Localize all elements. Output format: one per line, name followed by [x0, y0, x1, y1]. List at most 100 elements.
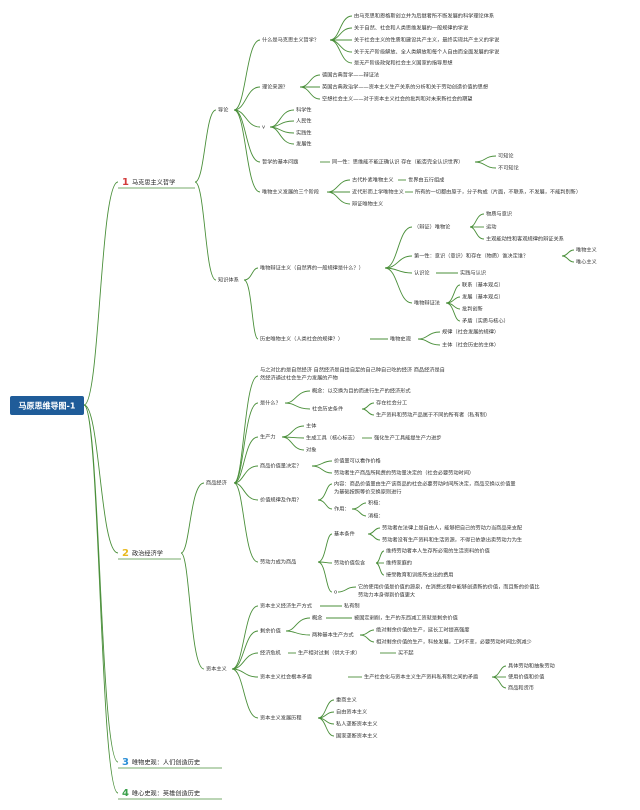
- node-two-modes[interactable]: 两种基本生产方式: [312, 631, 354, 639]
- node-surplus-concept[interactable]: 概念: [312, 614, 322, 622]
- node-hist-law[interactable]: 规律（社会发展的规律）: [442, 328, 499, 336]
- node-v[interactable]: v: [262, 125, 265, 131]
- node-v-3[interactable]: 实践性: [296, 129, 312, 137]
- node-state-monopoly[interactable]: 国家垄断资本主义: [336, 732, 378, 740]
- node-private-ownership[interactable]: 生产资料和劳动产品属于不同的所有者（私有制）: [376, 411, 490, 419]
- node-dw-2[interactable]: 运动: [486, 223, 496, 231]
- node-overproduction[interactable]: 生产相对过剩（供大于求）: [298, 649, 360, 657]
- node-mercantilism[interactable]: 重商主义: [336, 696, 357, 704]
- node-stage-3[interactable]: 辩证唯物主义: [352, 200, 383, 208]
- node-bz-1[interactable]: 联系（基本观点）: [462, 281, 504, 289]
- node-contradiction-text[interactable]: 生产社会化与资本主义生产资料私有制之间的矛盾: [364, 673, 478, 681]
- node-law-content-1[interactable]: 内容：商品价值量由生产该商品的社会必要劳动时间所决定，商品交换以价值量: [334, 480, 516, 488]
- node-v-2[interactable]: 人民性: [296, 117, 312, 125]
- node-hist-subject[interactable]: 主体（社会历史的主体）: [442, 341, 499, 349]
- node-free-capitalism[interactable]: 自由资本主义: [336, 708, 367, 716]
- node-intro-2[interactable]: 然经济通过社会生产力发展的产物: [260, 374, 338, 382]
- node-division-of-labor[interactable]: 存在社会分工: [376, 399, 407, 407]
- node-idealism-side[interactable]: 唯心主义: [576, 258, 597, 266]
- node-stages[interactable]: 唯物主义发展的三个阶段: [262, 188, 319, 196]
- node-crisis[interactable]: 经济危机: [260, 649, 282, 657]
- node-productivity[interactable]: 生产力: [260, 433, 276, 441]
- node-effect-negative[interactable]: 消极：: [368, 512, 384, 520]
- node-historical[interactable]: 历史唯物主义（人类社会的规律？）: [260, 335, 343, 343]
- node-fundamental-contradiction[interactable]: 资本主义社会根本矛盾: [260, 673, 312, 681]
- node-value-1[interactable]: 价值量可以看作价格: [334, 457, 382, 465]
- node-knowledge-system[interactable]: 知识体系: [218, 276, 239, 284]
- node-surplus-concept-text[interactable]: 被固定剥削，生产的东西减工资就是剩余价值: [354, 614, 458, 622]
- node-dialectic[interactable]: 唯物辩证主义（自然界的一般规律是什么？）: [260, 264, 364, 272]
- node-condition-2[interactable]: 劳动者没有生产资料和生活资源，不得已依靠出卖劳动力为生: [382, 536, 522, 544]
- node-materialism-side[interactable]: 唯物主义: [576, 246, 597, 254]
- node-basic-identity[interactable]: 同一性：思维能不能正确认识 存在（能否完全认识世界）: [332, 158, 463, 166]
- node-basic-question[interactable]: 哲学的基本问题: [262, 158, 298, 166]
- node-dialectics[interactable]: 唯物辩证法: [414, 299, 440, 307]
- node-what-5[interactable]: 是无产阶级政党和社会主义国家的指导思想: [354, 59, 453, 67]
- node-primacy[interactable]: 第一性：意识（意识）和存在（物质）谁决定谁？: [414, 252, 528, 260]
- node-what-4[interactable]: 关于无产阶级解放、全人类解放和每个人自由而全面发展的学说: [354, 48, 499, 56]
- node-what-1[interactable]: 由马克思和恩格斯创立并为后继者所不断发展的科学理论体系: [354, 12, 494, 20]
- node-capitalism[interactable]: 资本主义: [206, 665, 227, 673]
- node-contradiction-2[interactable]: 使用价值和价值: [508, 673, 544, 681]
- node-source-1[interactable]: 德国古典哲学——辩证法: [322, 71, 379, 79]
- node-value-determination[interactable]: 商品价值量决定？: [260, 462, 302, 470]
- branch-historical-materialism[interactable]: 3 唯物史观：人们创造历史: [118, 757, 222, 769]
- node-labor-value[interactable]: 劳动价值包含: [334, 559, 366, 567]
- node-bz-2[interactable]: 发展（基本观点）: [462, 293, 504, 301]
- node-cant-afford[interactable]: 买不起: [398, 649, 414, 657]
- node-law-effect[interactable]: 作用：: [334, 505, 350, 513]
- node-unknowable[interactable]: 不可知论: [498, 164, 520, 172]
- node-relative-surplus[interactable]: 相对剩余价值的生产，科技发展，工时不变，必要劳动时间比例减少: [376, 638, 532, 646]
- node-cap-production[interactable]: 资本主义经济生产方式: [260, 602, 313, 610]
- node-contradiction-1[interactable]: 具体劳动和抽象劳动: [508, 662, 555, 670]
- node-private-monopoly[interactable]: 私人垄断资本主义: [336, 720, 378, 728]
- node-prod-tools-note[interactable]: 强化生产工具能提生产力进步: [374, 434, 441, 442]
- node-materialism[interactable]: （辩证）唯物论: [414, 223, 451, 231]
- node-daolun[interactable]: 导论: [218, 106, 229, 114]
- node-what-commodity[interactable]: 是什么？: [260, 399, 281, 407]
- node-basic-conditions[interactable]: 基本条件: [334, 530, 355, 538]
- node-knowable[interactable]: 可知论: [498, 152, 514, 160]
- node-sources[interactable]: 理论来源？: [262, 83, 288, 91]
- branch-philosophy[interactable]: 1 马克思主义哲学: [118, 177, 195, 189]
- node-stage-2[interactable]: 近代形而上学唯物主义: [352, 188, 404, 196]
- node-epistemology[interactable]: 认识论: [414, 269, 430, 277]
- node-law-content-2[interactable]: 为基础按照等价交换原则进行: [334, 488, 401, 496]
- node-effect-positive[interactable]: 积极：: [368, 499, 384, 507]
- node-labor-commodity[interactable]: 劳动力成为商品: [260, 558, 296, 566]
- node-v-1[interactable]: 科学性: [296, 106, 312, 114]
- branch-historical-idealism[interactable]: 4 唯心史观：英雄创造历史: [118, 788, 222, 800]
- node-concept[interactable]: 概念：以交换为目的而进行生产的经济形式: [312, 387, 411, 395]
- node-prod-tools[interactable]: 生成工具（核心标志）: [306, 434, 358, 442]
- node-bz-3[interactable]: 批判创新: [462, 305, 483, 313]
- node-stage-2a[interactable]: 所有的一切都由原子，分子构成（片面，不联系，不发展，不能判别新）: [415, 188, 581, 196]
- branch-political-economy[interactable]: 2 政治经济学: [118, 548, 181, 560]
- node-value-2[interactable]: 劳动者生产商品所耗费的劳动量决定的（社会必要劳动时间）: [334, 469, 474, 477]
- node-value-law[interactable]: 价值规律及作用？: [260, 496, 302, 504]
- node-stage-1[interactable]: 古代朴素唯物主义: [352, 176, 394, 184]
- root-topic[interactable]: 马原思维导图-1: [10, 396, 84, 415]
- node-what-is[interactable]: 什么是马克思主义哲学？: [262, 36, 319, 44]
- node-labor-value-2[interactable]: 维持家庭的: [386, 559, 412, 567]
- node-what-2[interactable]: 关于自然、社会和人类思维发展的一般规律的学说: [354, 24, 468, 32]
- node-prod-object[interactable]: 对象: [306, 446, 316, 454]
- node-dw-3[interactable]: 主观能动性和客观规律的辩证关系: [486, 235, 564, 243]
- node-v-4[interactable]: 发展性: [296, 140, 312, 148]
- node-source-2[interactable]: 英国古典政治学——资本主义生产关系的分析和关于劳动创造价值的思想: [322, 83, 488, 91]
- node-practice[interactable]: 实践与认识: [460, 269, 486, 277]
- node-conditions[interactable]: 社会历史条件: [312, 405, 343, 413]
- node-labor-value-1[interactable]: 维持劳动者本人生存所必需的生活资料的价值: [386, 547, 490, 555]
- node-cap-history[interactable]: 资本主义发展历程: [260, 714, 302, 722]
- node-use-value-1[interactable]: 它的使用价值是价值的源泉，在消费过程中能够创造新的价值，而且新的价值比: [358, 583, 540, 591]
- node-stage-1a[interactable]: 世界由五行组成: [408, 176, 444, 184]
- node-prod-subject[interactable]: 主体: [306, 422, 317, 430]
- node-commodity-economy[interactable]: 商品经济: [206, 479, 228, 487]
- node-hist-view[interactable]: 唯物史观: [390, 335, 412, 343]
- node-source-3[interactable]: 空想社会主义——对于资本主义社会的批判和对未来新社会的期望: [322, 95, 472, 103]
- node-absolute-surplus[interactable]: 绝对剩余价值的生产，延长工时提高强度: [376, 626, 469, 634]
- node-bz-4[interactable]: 矛盾（实质与核心）: [462, 317, 509, 325]
- node-intro-1[interactable]: 与之对比的是自然经济 自然经济是自给自足的自己种自己吃的经济 商品经济是自: [260, 366, 445, 374]
- node-surplus-value[interactable]: 剩余价值: [260, 627, 281, 635]
- node-labor-value-3[interactable]: 接受教育和训练所支出的费用: [386, 571, 453, 579]
- node-cap-private[interactable]: 私有制: [344, 602, 360, 610]
